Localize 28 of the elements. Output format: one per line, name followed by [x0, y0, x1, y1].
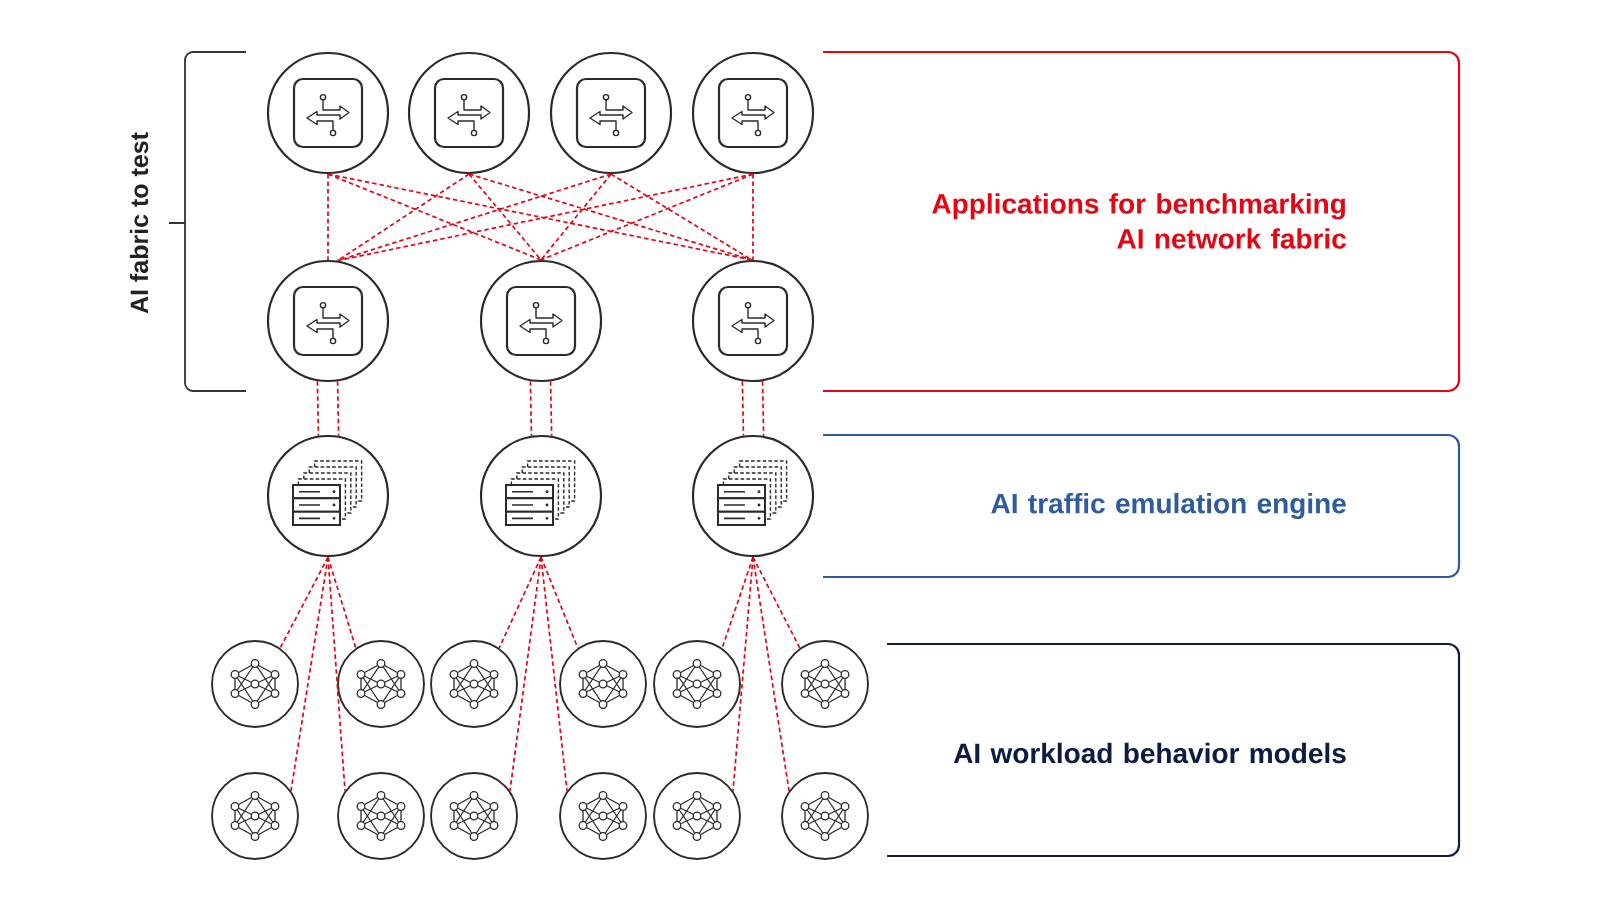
dashed-line: [540, 556, 568, 792]
dashed-line: [752, 556, 801, 649]
dashed-line: [540, 173, 754, 261]
dashed-line: [761, 380, 765, 437]
dashed-line: [752, 556, 790, 792]
dashed-line: [752, 173, 754, 261]
section-box: AI workload behavior models: [887, 642, 1461, 858]
dashed-line: [498, 556, 542, 649]
dashed-line: [327, 173, 542, 261]
dashed-line: [540, 556, 579, 649]
dashed-line: [721, 556, 754, 649]
dashed-line: [327, 173, 329, 261]
dashed-line: [540, 173, 612, 261]
dashed-line: [336, 380, 340, 437]
bracket-label: AI fabric to test: [129, 132, 149, 314]
dashed-line: [316, 380, 320, 437]
dashed-line: [610, 173, 753, 261]
section-box: Applications for benchmarking AI network fabric: [823, 50, 1461, 393]
section-box: AI traffic emulation engine: [823, 433, 1461, 579]
dashed-line: [741, 380, 745, 437]
dashed-line: [549, 380, 553, 437]
dashed-line: [468, 173, 542, 261]
dashed-line: [327, 556, 346, 792]
dashed-line: [279, 556, 329, 649]
dashed-line: [468, 173, 753, 261]
dashed-line: [327, 556, 357, 649]
dashed-line: [529, 380, 533, 437]
dashed-line: [336, 173, 612, 262]
